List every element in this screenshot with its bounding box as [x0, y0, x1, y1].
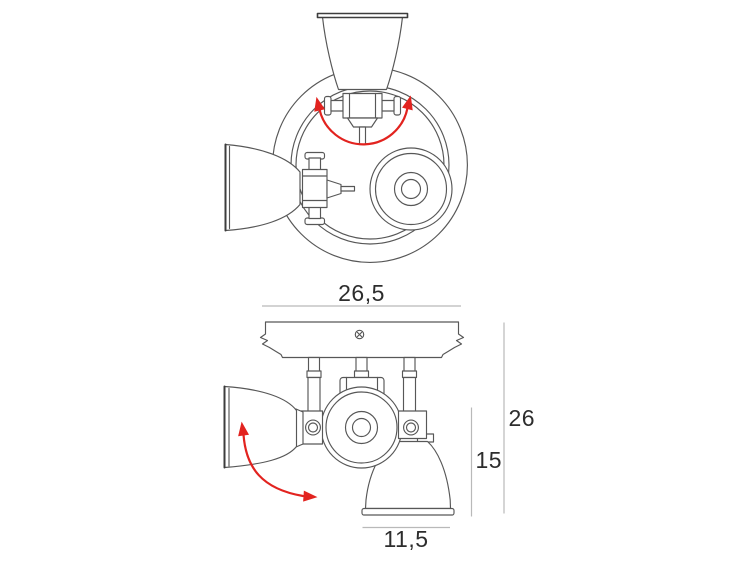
rotation-arc [318, 106, 409, 146]
right-knob-stem [381, 99, 395, 112]
shade-rim-outer [369, 147, 453, 231]
left-swivel [300, 410, 324, 445]
arrowhead-right [402, 95, 413, 111]
lamp-holder-detail [348, 92, 377, 119]
lamp-holder-detail [301, 175, 328, 202]
dimension-label: 15 [476, 447, 503, 473]
top-view [224, 12, 468, 263]
arrowhead-right [303, 490, 318, 502]
top-knob-stem [308, 157, 322, 171]
stems [306, 356, 418, 413]
bulb-center [351, 417, 372, 438]
left-head [223, 385, 304, 469]
lamp-holder [342, 92, 383, 119]
dimension-plate-width: 26,5 [262, 280, 461, 307]
socket-ring [344, 410, 379, 445]
shade-rim [361, 507, 455, 516]
top-head [316, 12, 409, 146]
swivel-knob-inner [405, 422, 417, 433]
shade-rim-inner [374, 152, 448, 226]
dimension-total-height: 26 [503, 322, 536, 514]
front-facing-head [369, 147, 453, 231]
shade-rim-outer [320, 386, 403, 469]
arrowhead-left [314, 96, 325, 112]
stem-right [401, 356, 418, 413]
center-head [320, 386, 403, 469]
dimension-label: 11,5 [383, 526, 428, 552]
screw-icon [354, 329, 365, 340]
stem-collar [401, 370, 418, 379]
shade [223, 385, 298, 469]
stem-lower [307, 376, 321, 413]
mount-pin [340, 185, 356, 192]
left-head [224, 143, 356, 232]
stem-middle [353, 356, 370, 379]
right-swivel [397, 410, 428, 440]
mount-pin [358, 126, 367, 146]
shade [321, 16, 404, 91]
stem-collar [353, 370, 370, 379]
dimension-label: 26 [509, 405, 536, 431]
stem-upper [307, 356, 321, 373]
plate-profile [259, 321, 465, 359]
shade [224, 143, 301, 232]
left-knob-stem [330, 99, 344, 112]
stem-collar [306, 370, 322, 379]
shade-rim [316, 12, 409, 19]
socket-ring [393, 171, 429, 207]
bulb-center [400, 178, 422, 200]
front-view: 26,5 26 15 11,5 [223, 280, 536, 552]
stem-upper [355, 356, 368, 373]
dimension-head-height: 15 [470, 407, 503, 517]
lamp-holder [301, 168, 328, 209]
stem-left [306, 356, 322, 413]
neck [326, 179, 342, 199]
rotation-arc [242, 433, 305, 498]
shade-rim-inner [325, 391, 398, 464]
arrowhead-up [238, 421, 250, 437]
swivel-knob [305, 419, 321, 436]
rotation-arrow-icon [238, 421, 318, 502]
dimension-shade-diameter: 11,5 [362, 526, 450, 552]
screw-cross [356, 331, 363, 338]
bottom-knob-stem [308, 206, 322, 220]
dimension-label: 26,5 [338, 280, 385, 306]
swivel-knob-inner [307, 422, 319, 433]
neck [346, 117, 379, 128]
stem-upper [403, 356, 416, 373]
rotation-arrow-icon [314, 95, 413, 146]
left-knob-cap [323, 95, 332, 116]
ceiling-plate [259, 321, 465, 359]
stem-lower [402, 376, 417, 413]
swivel-knob [403, 419, 419, 436]
right-knob-cap [393, 95, 402, 116]
